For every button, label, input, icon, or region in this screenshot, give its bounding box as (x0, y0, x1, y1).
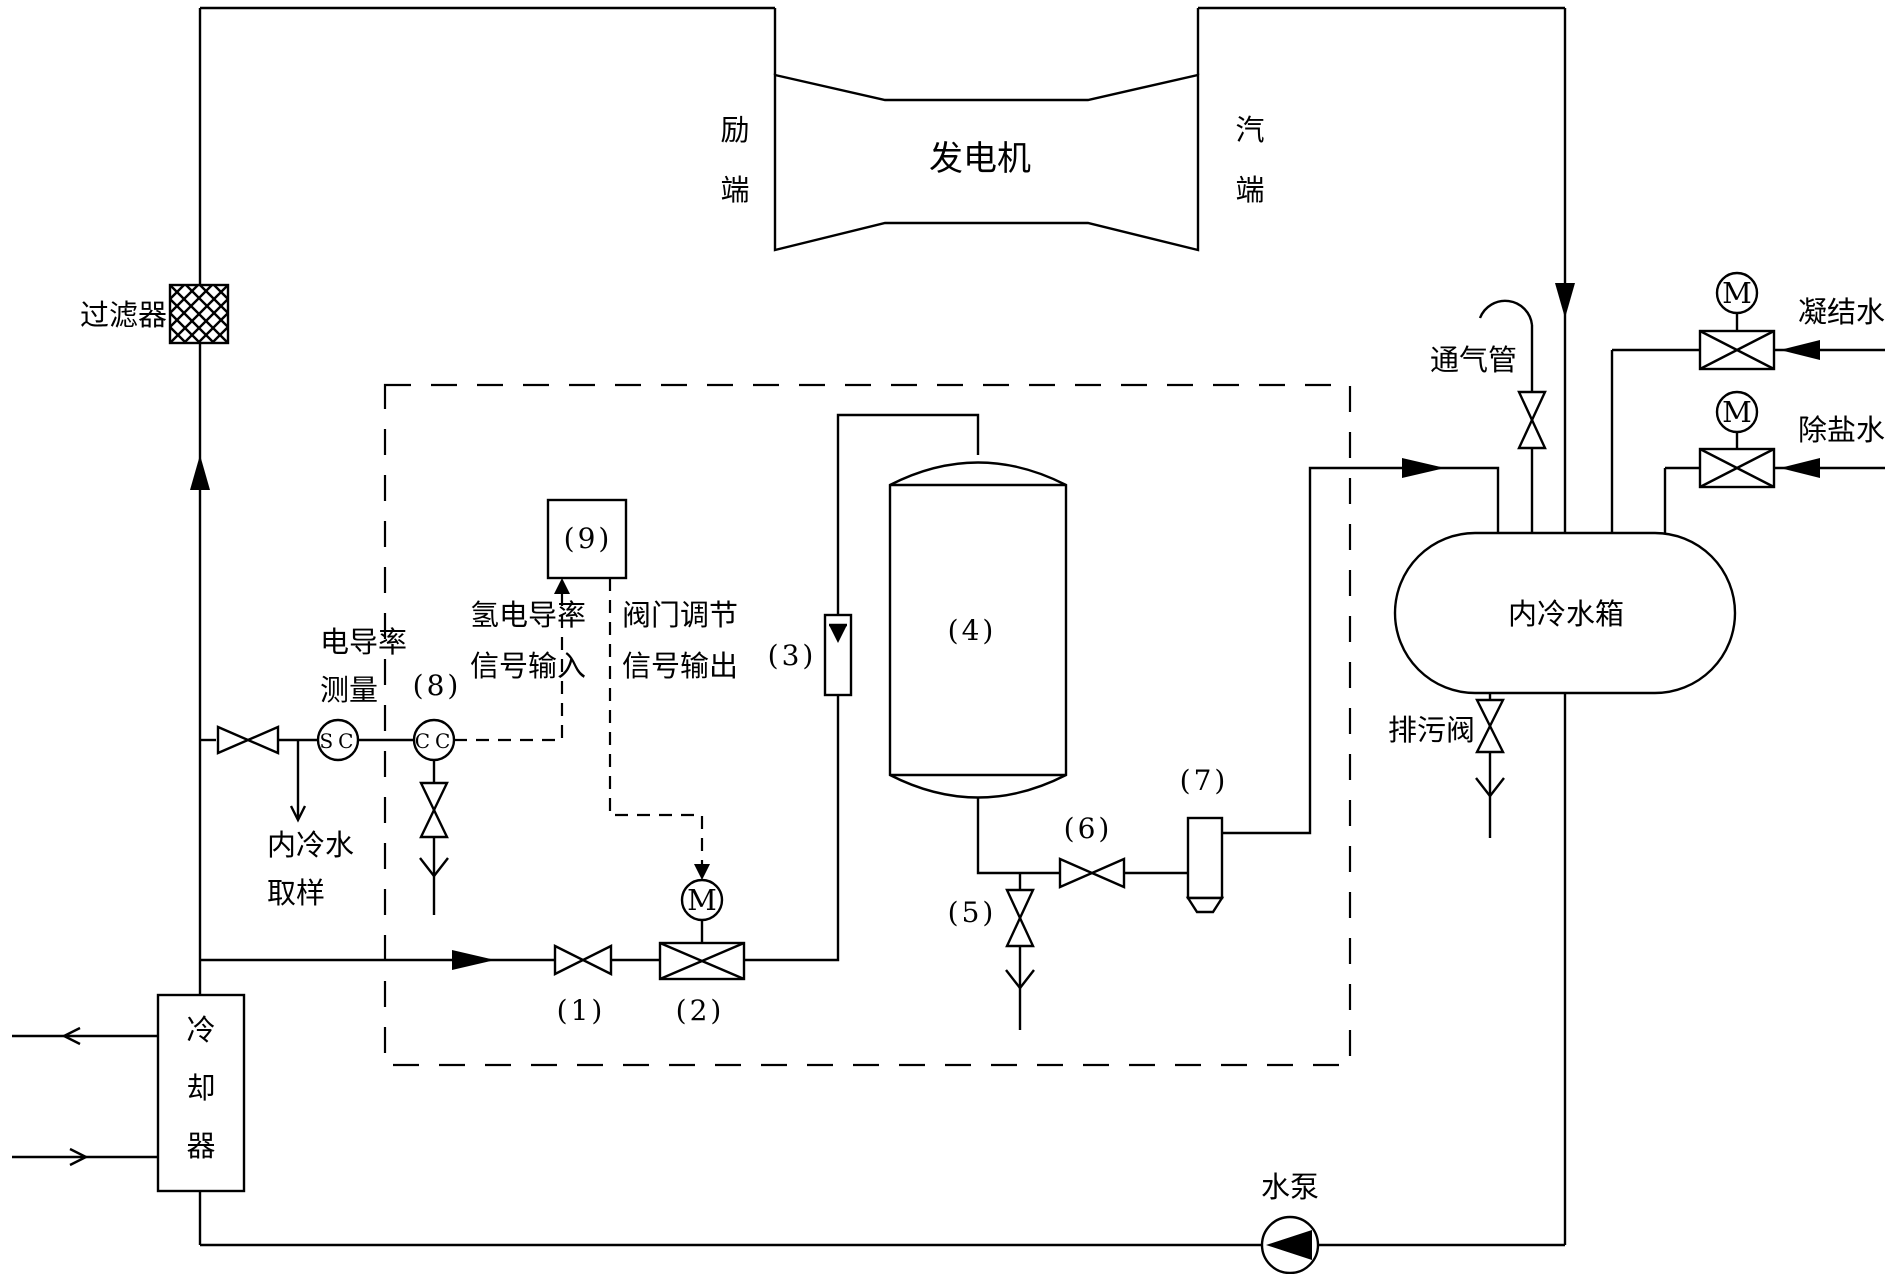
filter-hatch (170, 285, 228, 343)
sample-label-2: 取样 (267, 876, 325, 910)
label-c6: (6) (1064, 812, 1113, 845)
demin-water-label: 除盐水 (1798, 413, 1885, 447)
cooler-char-1: 冷 (186, 1013, 215, 1047)
demin-water-feed: M 除盐水 (1663, 390, 1885, 533)
flow-arrow-up (190, 455, 210, 490)
exciter-end-label-2: 端 (720, 173, 749, 207)
internal-cooling-water-tank: 内冷水箱 (1393, 531, 1737, 695)
condensate-feed: M 凝结水 (1610, 271, 1885, 533)
vent-pipe: 通气管 (1430, 299, 1547, 535)
cooler-char-3: 器 (186, 1129, 215, 1163)
turbine-end-label-1: 汽 (1235, 113, 1264, 147)
exciter-end-label-1: 励 (720, 113, 749, 147)
valve-6: (6) (1058, 812, 1188, 889)
conductivity-branch: 内冷水 取样 SC 电导率 测量 CC (8) (200, 578, 570, 915)
demin-arrow (1780, 458, 1820, 478)
label-c5: (5) (948, 896, 997, 929)
generator-label: 发电机 (929, 139, 1031, 179)
flow-arrow-right (452, 950, 495, 970)
h-signal-label-2: 信号输入 (470, 649, 586, 683)
filter-label: 过滤器 (80, 298, 167, 332)
valve-signal-label-1: 阀门调节 (622, 598, 738, 632)
cooler: 冷 却 器 (12, 993, 246, 1193)
condensate-label: 凝结水 (1798, 295, 1885, 329)
flowmeter-3: (3) (768, 413, 980, 697)
turbine-end-label-2: 端 (1235, 173, 1264, 207)
cc-symbol: CC (415, 729, 456, 753)
label-c3: (3) (768, 639, 817, 672)
condensate-motor-symbol: M (1722, 276, 1752, 310)
demin-motor-symbol: M (1722, 395, 1752, 429)
drain-valve-label: 排污阀 (1388, 713, 1475, 747)
label-c9: (9) (564, 522, 613, 555)
tank-drain-valve: 排污阀 (1388, 693, 1505, 838)
flow-arrow-to-tank (1402, 458, 1445, 478)
sample-label-1: 内冷水 (267, 828, 354, 862)
condensate-arrow (1780, 340, 1820, 360)
resin-trap-7: (7) (1180, 458, 1500, 914)
ion-exchange-vessel-4: (4) (888, 461, 1068, 875)
vent-pipe-label: 通气管 (1430, 343, 1517, 377)
tank-label: 内冷水箱 (1508, 597, 1624, 631)
pump-label: 水泵 (1261, 1170, 1319, 1204)
valve-5: (5) (948, 873, 1035, 1030)
water-pump: 水泵 (1260, 1170, 1320, 1274)
treatment-unit-boundary (383, 383, 1352, 1067)
label-c8: (8) (413, 669, 462, 702)
label-c4: (4) (948, 614, 997, 647)
h-signal-label-1: 氢电导率 (470, 598, 586, 632)
label-c1: (1) (557, 994, 606, 1027)
valve-signal-label-2: 信号输出 (622, 649, 738, 683)
valve-1 (553, 944, 586, 976)
conductivity-label-1: 电导率 (320, 625, 407, 659)
label-c2: (2) (676, 994, 725, 1027)
valve-2-motor-symbol: M (687, 883, 717, 917)
label-c7: (7) (1180, 764, 1229, 797)
cooler-char-2: 却 (186, 1071, 215, 1105)
generator: 发电机 励 端 汽 端 (720, 73, 1265, 252)
controller-9: (9) 氢电导率 信号输入 阀门调节 信号输出 (470, 498, 738, 880)
conductivity-label-2: 测量 (320, 673, 378, 707)
filter: 过滤器 (80, 283, 230, 345)
sc-symbol: SC (319, 729, 358, 753)
flow-arrow-down (1555, 283, 1575, 318)
